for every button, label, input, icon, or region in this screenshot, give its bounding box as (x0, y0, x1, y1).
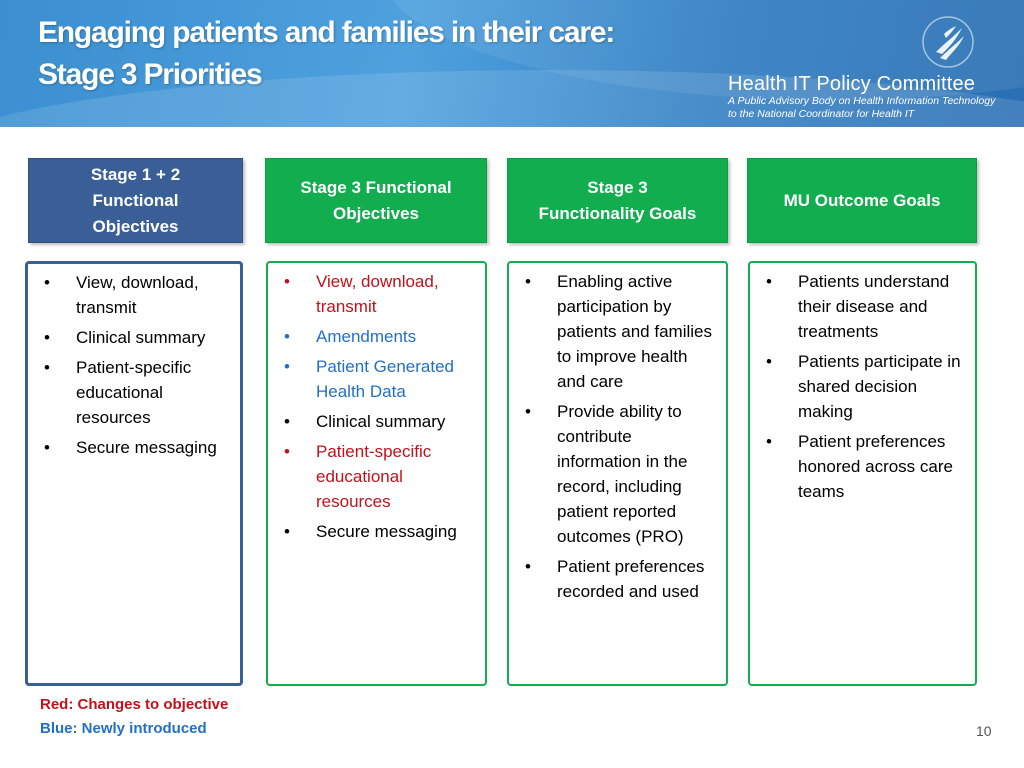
list-item-new: Amendments (276, 324, 477, 349)
column-header-stage-3-goals: Stage 3 Functionality Goals (507, 158, 728, 243)
list-item: Secure messaging (36, 435, 232, 460)
column-body-stage-3-goals: Enabling active participation by patient… (507, 261, 728, 686)
column-header-text: Stage 3 Functionality Goals (539, 175, 697, 227)
list-item: Patient preferences recorded and used (517, 554, 718, 604)
committee-subtitle-line-2: to the National Coordinator for Health I… (728, 108, 915, 120)
column-header-line: Stage 3 Functional (300, 177, 452, 197)
column-header-line: Functional (92, 190, 179, 210)
list-item: Patients understand their disease and tr… (758, 269, 967, 344)
bullet-list: View, download, transmit Clinical summar… (36, 270, 232, 460)
hhs-eagle-logo-icon (922, 16, 974, 68)
list-item: Patients participate in shared decision … (758, 349, 967, 424)
committee-subtitle-line-1: A Public Advisory Body on Health Informa… (728, 95, 996, 107)
list-item-changed: View, download, transmit (276, 269, 477, 319)
bullet-list: Enabling active participation by patient… (517, 269, 718, 604)
legend-blue-label: Blue: Newly introduced (40, 720, 207, 737)
column-header-stage-1-2: Stage 1 + 2 Functional Objectives (28, 158, 243, 243)
list-item: View, download, transmit (36, 270, 232, 320)
column-body-stage-3-objectives: View, download, transmit Amendments Pati… (266, 261, 487, 686)
legend-red-label: Red: Changes to objective (40, 696, 229, 713)
column-header-line: Stage 3 (587, 177, 648, 197)
column-header-text: MU Outcome Goals (784, 188, 941, 214)
column-header-mu-outcome-goals: MU Outcome Goals (747, 158, 977, 243)
column-header-stage-3-objectives: Stage 3 Functional Objectives (265, 158, 487, 243)
column-header-text: Stage 3 Functional Objectives (300, 175, 451, 227)
column-header-text: Stage 1 + 2 Functional Objectives (91, 162, 180, 240)
color-legend: Red: Changes to objective Blue: Newly in… (40, 693, 228, 741)
bullet-list: Patients understand their disease and tr… (758, 269, 967, 504)
slide-title: Engaging patients and families in their … (38, 12, 738, 96)
committee-block: Health IT Policy Committee A Public Advi… (728, 73, 1024, 121)
list-item-changed: Patient-specific educational resources (276, 439, 477, 514)
list-item: Secure messaging (276, 519, 477, 544)
list-item: Enabling active participation by patient… (517, 269, 718, 394)
committee-name: Health IT Policy Committee (728, 73, 976, 95)
column-header-line: Stage 1 + 2 (90, 164, 181, 184)
column-body-stage-1-2: View, download, transmit Clinical summar… (25, 261, 243, 686)
list-item: Patient-specific educational resources (36, 355, 232, 430)
list-item-new: Patient Generated Health Data (276, 354, 477, 404)
column-header-line: Functionality Goals (538, 203, 697, 223)
column-header-line: MU Outcome Goals (783, 190, 941, 210)
bullet-list: View, download, transmit Amendments Pati… (276, 269, 477, 544)
list-item: Clinical summary (36, 325, 232, 350)
list-item: Patient preferences honored across care … (758, 429, 967, 504)
list-item: Clinical summary (276, 409, 477, 434)
column-header-line: Objectives (92, 216, 179, 236)
page-number: 10 (976, 723, 992, 739)
header-band: Engaging patients and families in their … (0, 0, 1024, 127)
slide-title-line-2: Stage 3 Priorities (38, 58, 263, 91)
list-item: Provide ability to contribute informatio… (517, 399, 718, 549)
slide-title-line-1: Engaging patients and families in their … (38, 16, 615, 49)
column-body-mu-outcome-goals: Patients understand their disease and tr… (748, 261, 977, 686)
column-header-line: Objectives (332, 203, 419, 223)
